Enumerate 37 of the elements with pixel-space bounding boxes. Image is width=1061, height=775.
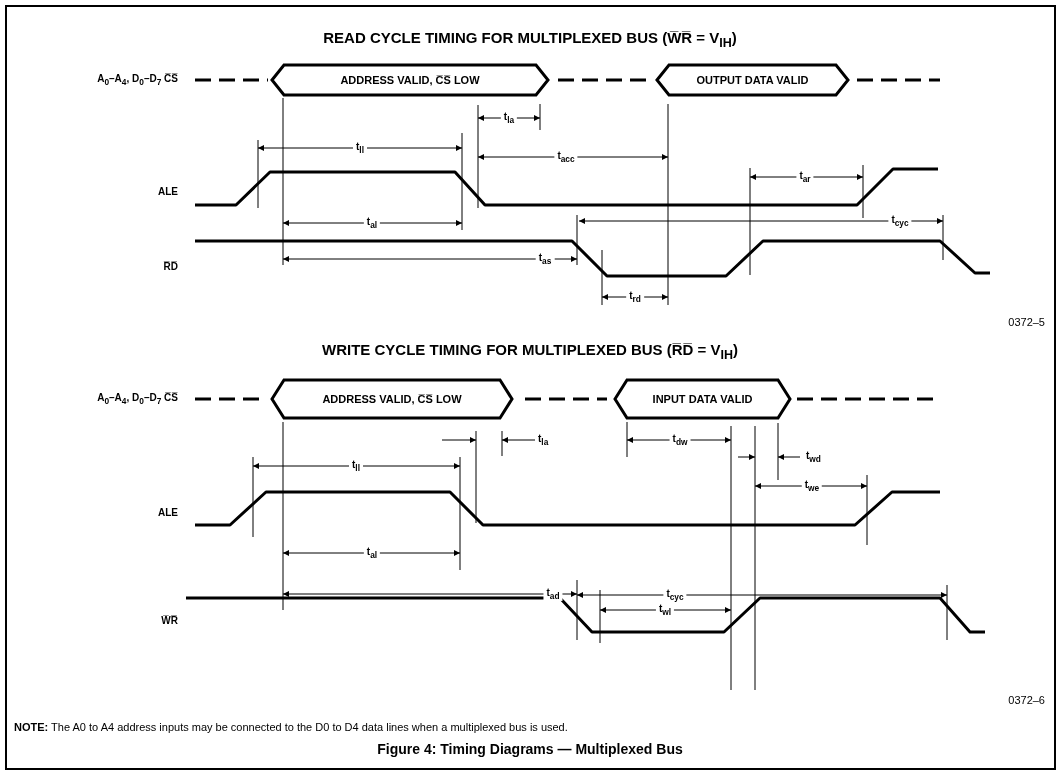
signal-name: ALE — [158, 506, 178, 518]
timing-parameter: t$_{we}$ — [801, 478, 823, 494]
timing-parameter: t$_{wl}$ — [655, 602, 675, 618]
signal-name: R̅D̅ — [163, 260, 178, 272]
signal-name: W̅R̅ — [161, 614, 178, 626]
data-valid-hexagon — [615, 380, 790, 418]
bus-state-label: OUTPUT DATA VALID — [695, 74, 810, 86]
timing-parameter: t$_{la}$ — [538, 432, 549, 448]
note-text: NOTE: The A0 to A4 address inputs may be connected to the D0 to D4 data lines when a multiplexed bus is used. — [14, 720, 568, 734]
data-valid-hexagon — [272, 65, 548, 95]
timing-parameter: t$_{al}$ — [363, 545, 381, 561]
signal-name: A$_{0}$–A$_{4}$, D$_{0}$–D$_{7}$ C̅S̅ — [97, 391, 178, 407]
section-heading: WRITE CYCLE TIMING FOR MULTIPLEXED BUS (R̅D̅ = V$_{IH}$) — [322, 341, 738, 363]
timing-parameter: t$_{cyc}$ — [663, 587, 687, 603]
figure-number: 0372–5 — [1008, 315, 1045, 329]
signal-name: A$_{0}$–A$_{4}$, D$_{0}$–D$_{7}$ C̅S̅ — [97, 72, 178, 88]
timing-parameter: t$_{dw}$ — [669, 432, 691, 448]
section-heading: READ CYCLE TIMING FOR MULTIPLEXED BUS (W̅R̅ = V$_{IH}$) — [323, 29, 737, 51]
data-valid-hexagon — [657, 65, 848, 95]
timing-parameter: t$_{al}$ — [363, 215, 381, 231]
timing-parameter: t$_{ad}$ — [543, 586, 563, 602]
data-valid-hexagon — [272, 380, 512, 418]
timing-parameter: t$_{rd}$ — [626, 289, 644, 305]
bus-state-label: ADDRESS VALID, C̅S̅ LOW — [321, 393, 463, 405]
bus-state-label: ADDRESS VALID, C̅S̅ LOW — [339, 74, 481, 86]
timing-parameter: t$_{as}$ — [535, 251, 555, 267]
timing-parameter: t$_{cyc}$ — [888, 213, 912, 229]
timing-parameter: t$_{acc}$ — [554, 149, 578, 165]
figure-caption: Figure 4: Timing Diagrams — Multiplexed Bus — [377, 742, 683, 758]
figure-number: 0372–6 — [1008, 693, 1045, 707]
signal-name: ALE — [158, 185, 178, 197]
timing-parameter: t$_{ll}$ — [353, 140, 367, 156]
timing-parameter: t$_{wd}$ — [806, 449, 821, 465]
timing-parameter: t$_{ll}$ — [349, 458, 363, 474]
bus-state-label: INPUT DATA VALID — [651, 393, 754, 405]
timing-parameter: t$_{ar}$ — [796, 169, 814, 185]
timing-parameter: t$_{la}$ — [500, 110, 518, 126]
